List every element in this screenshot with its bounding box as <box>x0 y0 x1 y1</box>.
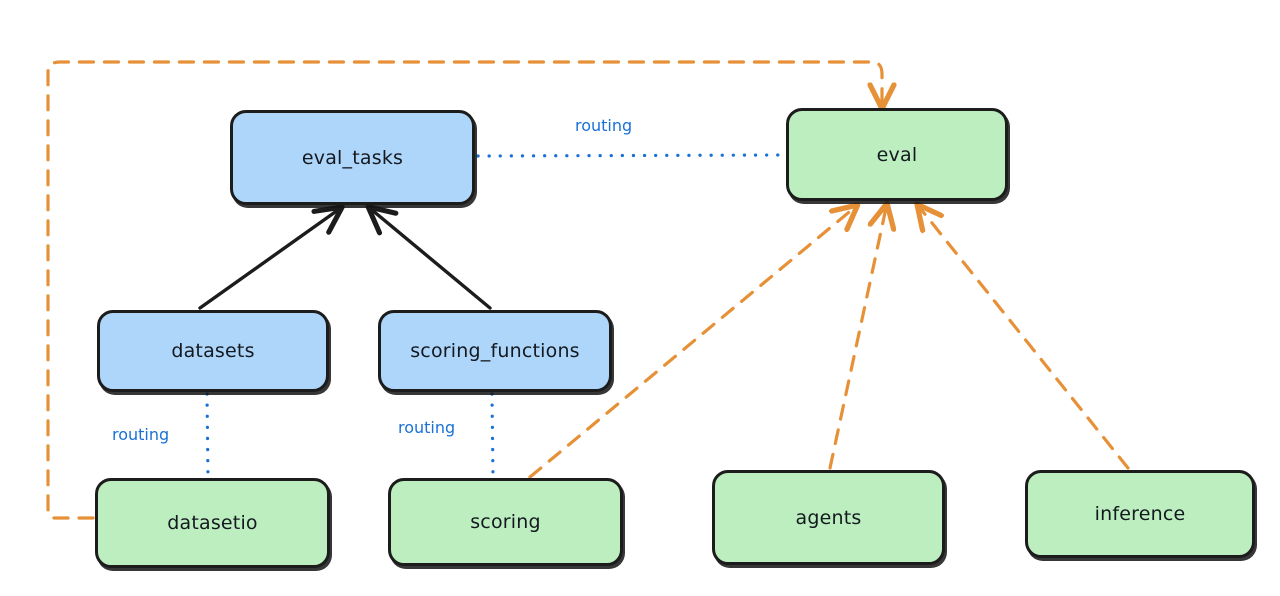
node-scoring[interactable]: scoring <box>388 478 623 566</box>
node-label-agents: agents <box>795 506 862 529</box>
edge-routing-eval-tasks-eval <box>476 153 786 158</box>
node-label-eval: eval <box>876 143 918 166</box>
edge-agents-eval <box>828 208 886 470</box>
node-label-datasetio: datasetio <box>167 512 258 534</box>
node-eval-tasks[interactable]: eval_tasks <box>230 110 475 205</box>
node-eval[interactable]: eval <box>786 108 1008 201</box>
node-label-eval-tasks: eval_tasks <box>301 146 404 169</box>
edge-datasets-eval-tasks <box>198 204 345 310</box>
node-label-scoring: scoring <box>470 511 541 533</box>
node-datasetio[interactable]: datasetio <box>95 478 330 568</box>
node-scoring-functions[interactable]: scoring_functions <box>378 310 612 392</box>
node-datasets[interactable]: datasets <box>97 310 329 392</box>
node-label-inference: inference <box>1094 503 1186 525</box>
edge-scoring-functions-eval-tasks <box>365 204 492 310</box>
node-inference[interactable]: inference <box>1025 470 1255 558</box>
node-label-datasets: datasets <box>171 340 255 362</box>
edge-label-routing-scoring-functions: routing <box>398 418 456 437</box>
edge-inference-eval <box>920 208 1130 470</box>
node-agents[interactable]: agents <box>712 470 945 565</box>
edge-routing-datasets-datasetio <box>205 392 210 478</box>
edge-routing-scoring-functions-scoring <box>490 392 495 478</box>
edge-label-routing-eval-tasks: routing <box>575 116 633 135</box>
edge-label-routing-datasets: routing <box>112 425 170 444</box>
node-label-scoring-functions: scoring_functions <box>410 340 580 362</box>
